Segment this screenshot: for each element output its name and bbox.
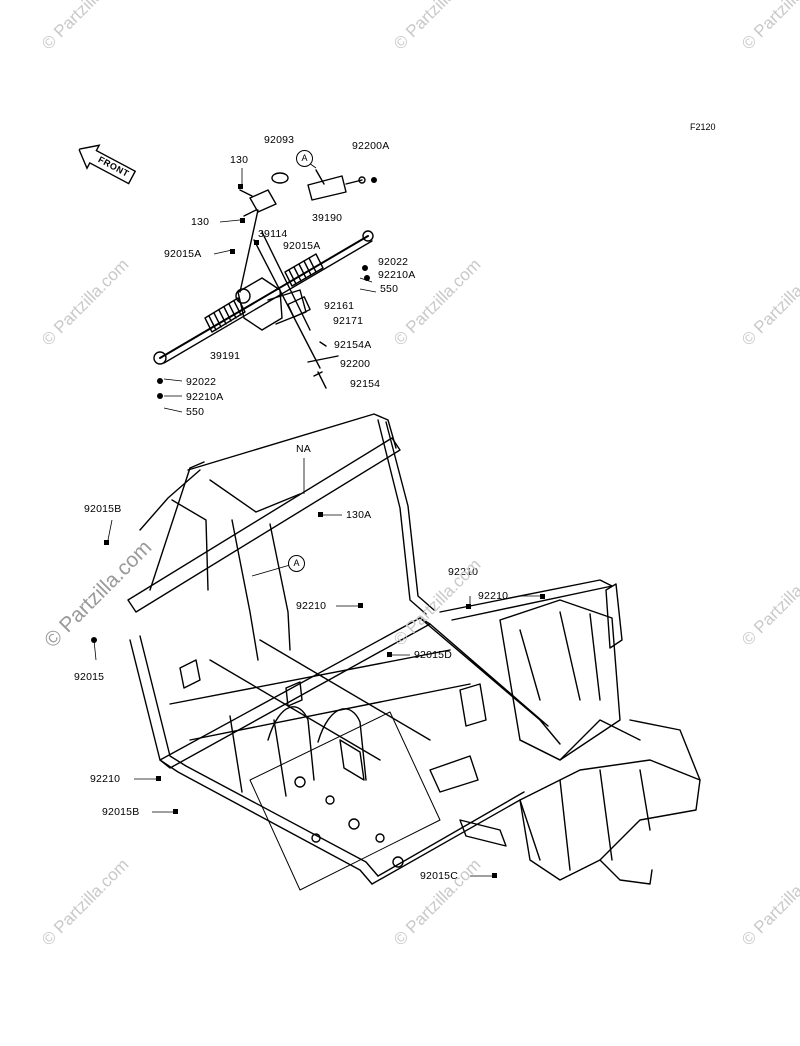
- part-label: 92154A: [334, 339, 372, 351]
- part-label: 92015C: [420, 870, 458, 882]
- part-label: 92210: [90, 773, 121, 785]
- part-label: 92022: [378, 256, 409, 268]
- floor-panel: [249, 711, 441, 891]
- part-label: 92015B: [84, 503, 122, 515]
- frame-left-side-rail: [129, 639, 373, 885]
- callout-a-lower: A: [288, 555, 305, 572]
- figure-code: F2120: [690, 122, 716, 132]
- callout-a-upper: A: [296, 150, 313, 167]
- part-label: 92093: [264, 134, 295, 146]
- part-label: 39191: [210, 350, 241, 362]
- part-label: 92154: [350, 378, 381, 390]
- arrow-icon: [77, 144, 137, 185]
- frame-front-cross-rail: [159, 617, 431, 769]
- left-tie-rod-end: [153, 351, 167, 365]
- right-boot: [284, 253, 324, 287]
- part-label: 92015B: [102, 806, 140, 818]
- part-label: 92200: [340, 358, 371, 370]
- right-tie-rod-end: [362, 230, 374, 242]
- part-label: 92022: [186, 376, 217, 388]
- part-label: 92015D: [414, 649, 452, 661]
- steering-rack-shaft: [159, 235, 369, 359]
- part-label: 92200A: [352, 140, 390, 152]
- steering-clamp: [249, 189, 277, 213]
- part-label: 92210: [478, 590, 509, 602]
- rear-frame: [499, 599, 621, 761]
- part-label: 92015: [74, 671, 105, 683]
- frame-right-rail: [419, 617, 561, 745]
- steering-damper: [307, 175, 347, 201]
- part-label: 92210: [296, 600, 327, 612]
- part-label: 92015A: [283, 240, 321, 252]
- part-label: 39190: [312, 212, 343, 224]
- part-label: 92210A: [186, 391, 224, 403]
- rear-subframe: [519, 759, 701, 881]
- part-label: 550: [380, 283, 399, 295]
- rops-top-rail: [127, 437, 401, 613]
- part-label: 550: [186, 406, 205, 418]
- part-label: 130: [191, 216, 210, 228]
- seat-tube-left: [267, 706, 315, 781]
- part-label: 92015A: [164, 248, 202, 260]
- washer-92093: [271, 172, 289, 184]
- part-label: 92161: [324, 300, 355, 312]
- part-label: 92171: [333, 315, 364, 327]
- part-label: 130A: [346, 509, 372, 521]
- part-label: NA: [296, 443, 311, 455]
- part-label: 92210A: [378, 269, 416, 281]
- left-boot: [204, 297, 246, 333]
- part-label: 92210: [448, 566, 479, 578]
- part-label: 39114: [258, 228, 288, 240]
- part-label: 130: [230, 154, 249, 166]
- front-direction-arrow: FRONT: [72, 136, 137, 189]
- steering-gearbox: [237, 277, 283, 331]
